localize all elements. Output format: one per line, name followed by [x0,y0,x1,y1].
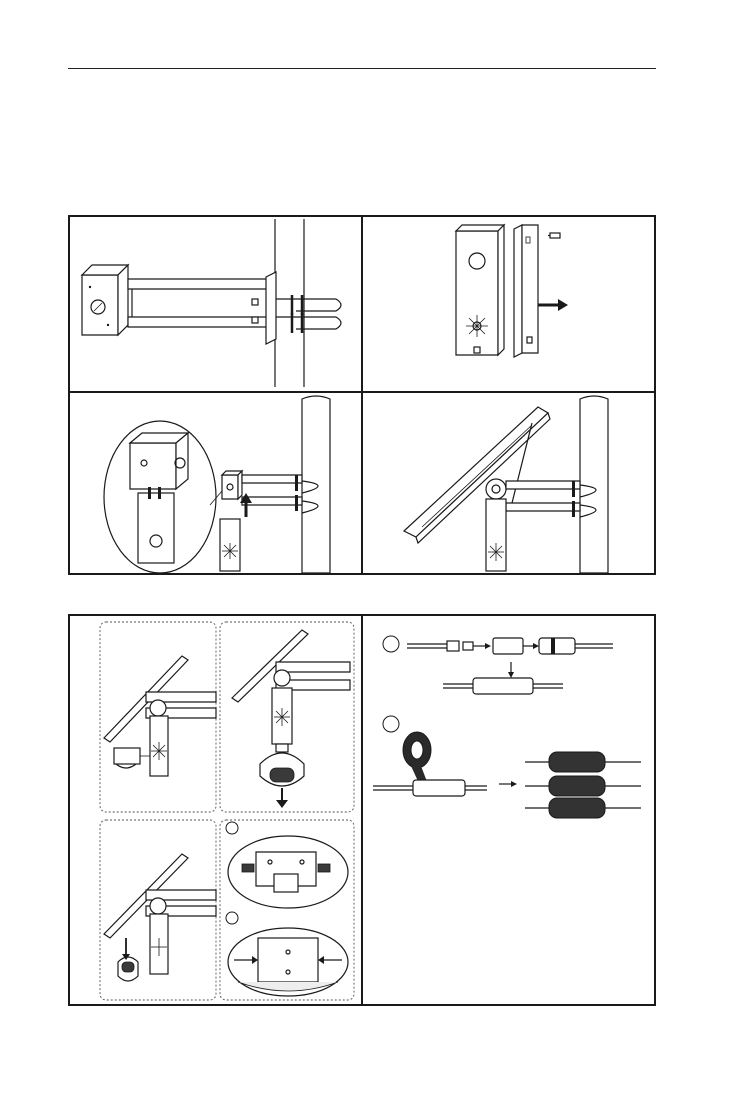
panel-box-bracket-on-pole [70,217,360,389]
solar-mount-illustration [362,393,656,575]
camera-and-cable-steps [68,614,656,1006]
panel-bracket-plate-removal [362,217,656,389]
panel-pole-box-attach [70,393,360,575]
pole-attach-illustration [70,393,360,575]
cable-illustration [363,616,655,1004]
bracket-plate-illustration [362,217,656,389]
wrapped-cables [525,752,641,818]
step-marker-2 [383,716,399,732]
camera-mount-steps [70,616,360,1004]
installation-steps-grid [68,215,656,575]
cable-connection-steps [363,616,655,1004]
step-marker-1 [383,636,399,652]
step-marker-b [226,912,238,924]
box-bracket-illustration [70,217,360,389]
step-marker-a [226,822,238,834]
header-rule [68,68,656,69]
camera-mount-illustration [70,616,360,1004]
panel-solar-panel-mounted [362,393,656,575]
